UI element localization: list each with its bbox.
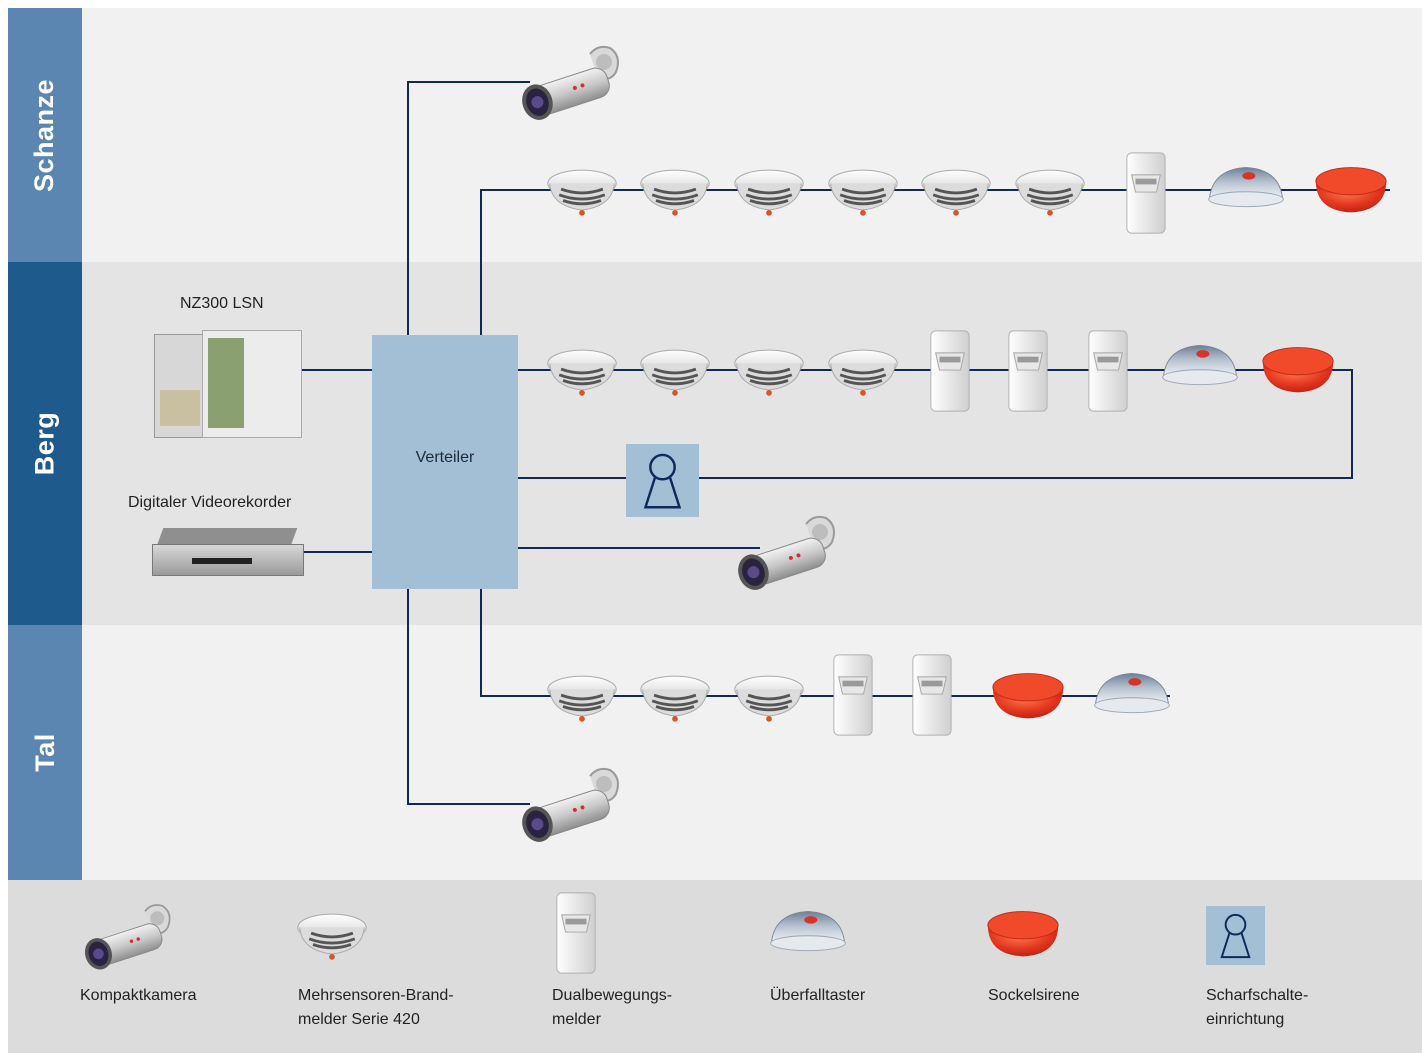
legend-label-camera: Kompaktkamera [80,987,197,1004]
control-panel-icon [154,330,302,440]
smoke-detector-icon [544,342,620,400]
smoke-detector-icon [544,162,620,220]
smoke-detector-icon [637,668,713,726]
legend-siren-icon [984,902,1062,964]
legend-keyswitch-icon [1206,906,1265,965]
dvr-icon [152,528,304,576]
dvr-label: Digitaler Videorekorder [128,494,292,511]
panic-button-icon [1204,160,1288,216]
smoke-detector-icon [731,668,807,726]
legend-label-smoke-detector: Mehrsensoren-Brand-melder Serie 420 [298,987,454,1028]
legend-smoke-detector-icon [294,906,370,964]
motion-detector-icon [1121,150,1171,236]
legend-label-keyswitch: Scharfschalte-einrichtung [1206,987,1309,1028]
smoke-detector-icon [825,162,901,220]
motion-detector-icon [828,652,878,738]
siren-icon [1312,158,1390,220]
motion-detector-icon [1003,328,1053,414]
legend-panic-button-icon [766,904,850,960]
panic-button-icon [1158,338,1242,394]
zone-tal: Tal [8,625,82,880]
camera-icon [512,42,632,122]
smoke-detector-icon [731,342,807,400]
camera-icon [728,512,848,592]
legend-label-siren: Sockelsirene [988,987,1080,1004]
motion-detector-icon [1083,328,1133,414]
legend-label-motion-detector: Dualbewegungs-melder [552,987,673,1028]
smoke-detector-icon [544,668,620,726]
zone-schanze: Schanze [8,8,82,262]
wire-schanze-loop [480,189,1390,335]
wire-camera-top [407,81,530,335]
camera-icon [512,764,632,844]
zone-berg: Berg [8,262,82,625]
legend-panel [8,880,1422,1053]
smoke-detector-icon [637,162,713,220]
motion-detector-icon [925,328,975,414]
keyswitch-box [626,444,699,517]
smoke-detector-icon [825,342,901,400]
band-schanze [82,8,1422,262]
legend-label-panic-button: Überfalltaster [770,987,866,1004]
siren-icon [989,664,1067,726]
legend-camera-icon [76,900,182,972]
smoke-detector-icon [918,162,994,220]
siren-icon [1259,338,1337,400]
wire-camera-bottom [407,589,530,805]
legend-keyswitch-box [1206,906,1265,965]
distributor-label: Verteiler [415,449,475,466]
keyswitch-icon [626,444,699,517]
band-tal [82,625,1422,880]
motion-detector-icon [907,652,957,738]
panic-button-icon [1090,666,1174,722]
smoke-detector-icon [637,342,713,400]
panel-label: NZ300 LSN [180,295,264,312]
legend-motion-detector-icon [551,890,601,976]
smoke-detector-icon [1012,162,1088,220]
smoke-detector-icon [731,162,807,220]
distributor-box: Verteiler [372,335,518,589]
